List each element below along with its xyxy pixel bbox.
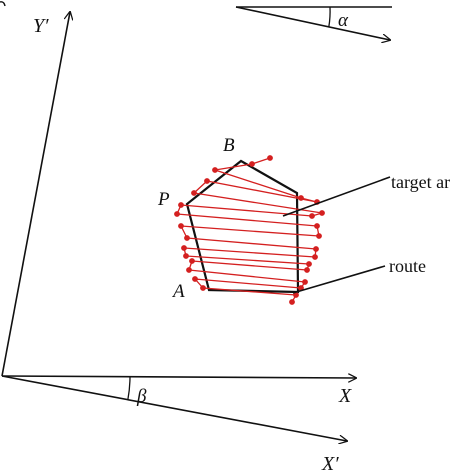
target-pentagon: [185, 159, 300, 294]
route-waypoint: [309, 213, 315, 219]
alpha-angle-arc: [328, 6, 331, 28]
route-waypoint: [184, 235, 190, 241]
target-area: B P A: [157, 135, 300, 302]
route-waypoint: [289, 299, 295, 305]
callouts: target ar route: [282, 172, 450, 294]
alpha-angle-figure: α: [235, 6, 392, 40]
route-waypoint: [189, 258, 195, 264]
route-waypoint: [178, 202, 184, 208]
y-prime-axis: [1, 12, 70, 377]
route-waypoint: [186, 267, 192, 273]
route-waypoint: [204, 178, 210, 184]
route-waypoint: [314, 223, 320, 229]
route-path: [176, 157, 323, 303]
y-prime-label: Y′: [33, 15, 49, 37]
x-prime-axis: [1, 375, 347, 441]
point-p-label: P: [157, 189, 170, 210]
route-waypoint: [174, 211, 180, 217]
route-waypoint: [191, 190, 197, 196]
route-waypoint: [178, 223, 184, 229]
route-waypoint: [293, 292, 299, 298]
route-waypoint: [298, 195, 304, 201]
x-axis: [1, 376, 356, 378]
beta-angle-arc: [127, 376, 131, 401]
coverage-route: [174, 155, 325, 305]
route-waypoint: [319, 210, 325, 216]
route-waypoint: [302, 279, 308, 285]
route-waypoint: [316, 233, 322, 239]
route-waypoint: [267, 155, 273, 161]
route-waypoint: [183, 253, 189, 259]
route-label: route: [389, 256, 426, 276]
target-area-label: target ar: [391, 172, 450, 192]
point-a-label: A: [171, 281, 185, 302]
route-waypoint: [306, 261, 312, 267]
target-area-leader-line: [282, 176, 391, 217]
route-waypoint: [312, 254, 318, 260]
route-waypoint: [313, 246, 319, 252]
point-b-label: B: [223, 135, 235, 156]
route-waypoint: [249, 161, 255, 167]
x-prime-label: X′: [321, 453, 339, 474]
coordinate-frame: Y′ X X′ β: [0, 1, 356, 474]
route-waypoint: [200, 285, 206, 291]
route-waypoint: [181, 245, 187, 251]
alpha-rotated-arrow: [235, 6, 390, 40]
edge-stroke-mark: [0, 1, 6, 7]
route-waypoint: [192, 276, 198, 282]
route-waypoint: [212, 167, 218, 173]
route-leader-line: [292, 265, 386, 294]
x-label: X: [338, 385, 352, 407]
beta-label: β: [136, 386, 147, 407]
route-waypoint: [304, 267, 310, 273]
alpha-label: α: [338, 10, 349, 31]
